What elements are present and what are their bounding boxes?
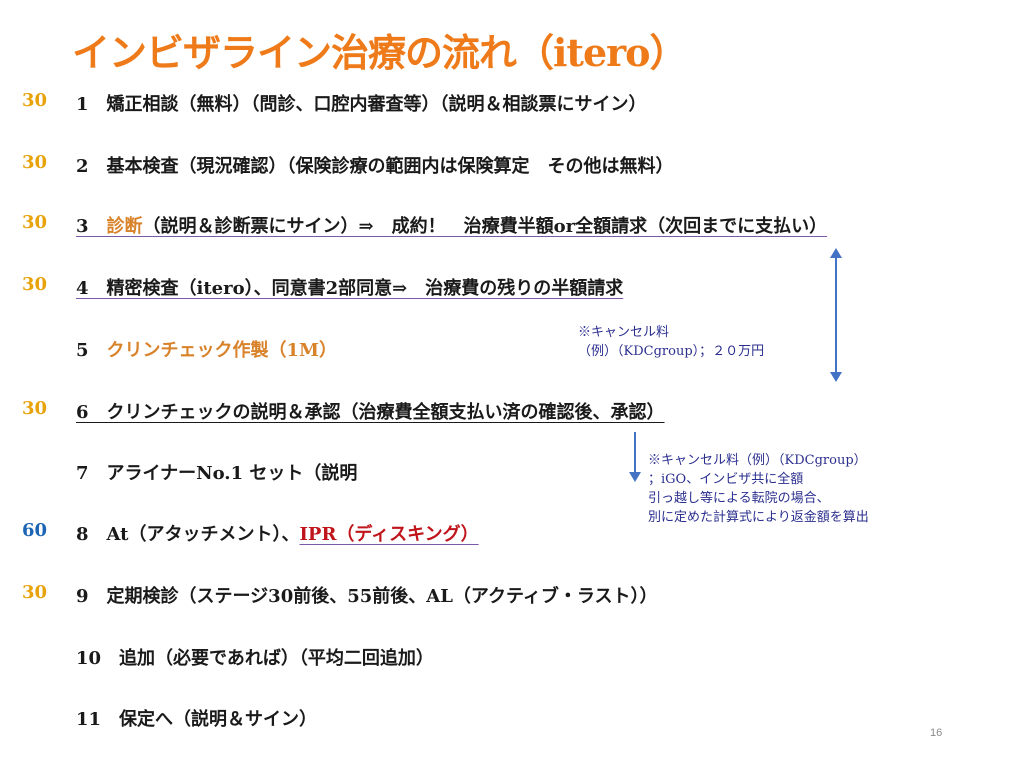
duration-step-9: 30 bbox=[22, 582, 48, 603]
step-3-text: （説明＆診断票にサイン）⇒ 成約！ 治療費半額or全額請求（次回までに支払い） bbox=[142, 216, 828, 237]
step-3-diagnosis: 診断 bbox=[106, 216, 143, 237]
cancellation-note-2-line-3: 引っ越し等による転院の場合、 bbox=[648, 490, 830, 506]
cancellation-note-1: ※キャンセル料 （例）（KDCgroup）；２０万円 bbox=[578, 324, 764, 362]
step-10: 10 追加（必要であれば）（平均二回追加） bbox=[76, 648, 434, 669]
page-number: 16 bbox=[930, 727, 943, 739]
down-arrow-icon bbox=[629, 432, 641, 482]
step-1: 1 矯正相談（無料）（問診、口腔内審査等）（説明＆相談票にサイン） bbox=[76, 94, 647, 115]
cancellation-note-2-line-4: 別に定めた計算式により返金額を算出 bbox=[648, 509, 869, 525]
step-3: 3 診断（説明＆診断票にサイン）⇒ 成約！ 治療費半額or全額請求（次回までに支… bbox=[76, 212, 827, 238]
step-4: 4 精密検査（itero）、同意書2部同意⇒ 治療費の残りの半額請求 bbox=[76, 278, 624, 299]
cancellation-note-2: ※キャンセル料（例）（KDCgroup） ；iGO、インビザ共に全額 引っ越し等… bbox=[648, 452, 869, 527]
duration-step-2: 30 bbox=[22, 152, 48, 173]
step-2: 2 基本検査（現況確認）（保険診療の範囲内は保険算定 その他は無料） bbox=[76, 156, 674, 177]
duration-step-3: 30 bbox=[22, 212, 48, 233]
step-8-text: 8 At（アタッチメント）、 bbox=[76, 524, 300, 545]
cancellation-note-1-line-2: （例）（KDCgroup）；２０万円 bbox=[578, 343, 765, 359]
step-5-text: クリンチェック作製（1M） bbox=[106, 340, 337, 361]
step-9: 9 定期検診（ステージ30前後、55前後、AL（アクティブ・ラスト）） bbox=[76, 586, 658, 607]
step-7: 7 アライナーNo.1 セット（説明 bbox=[76, 463, 358, 484]
step-5: 5 クリンチェック作製（1M） bbox=[76, 336, 337, 362]
cancellation-note-1-line-1: ※キャンセル料 bbox=[578, 325, 670, 340]
cancellation-note-2-line-1: ※キャンセル料（例）（KDCgroup） bbox=[648, 453, 867, 468]
double-arrow-icon bbox=[830, 248, 842, 382]
step-5-number: 5 bbox=[76, 340, 107, 361]
step-6: 6 クリンチェックの説明＆承認（治療費全額支払い済の確認後、承認） bbox=[76, 402, 665, 423]
step-11: 11 保定へ（説明＆サイン） bbox=[76, 709, 318, 730]
cancellation-note-2-line-2: ；iGO、インビザ共に全額 bbox=[648, 471, 804, 487]
step-3-number: 3 bbox=[76, 216, 107, 237]
page-title: インビザライン治療の流れ（itero） bbox=[72, 30, 688, 75]
duration-step-1: 30 bbox=[22, 90, 48, 111]
step-8: 8 At（アタッチメント）、IPR（ディスキング） bbox=[76, 520, 479, 546]
duration-step-6: 30 bbox=[22, 398, 48, 419]
step-8-ipr: IPR（ディスキング） bbox=[299, 524, 479, 545]
duration-step-4: 30 bbox=[22, 274, 48, 295]
duration-step-8: 60 bbox=[22, 520, 48, 541]
